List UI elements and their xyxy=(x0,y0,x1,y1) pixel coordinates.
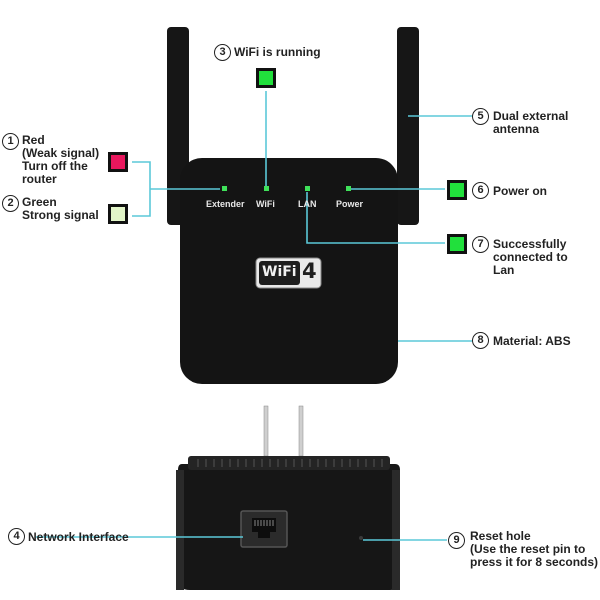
callout-text-8: Material: ABS xyxy=(493,334,571,348)
led-wifi xyxy=(264,186,269,191)
plug-prong-left xyxy=(263,405,269,457)
led-lan xyxy=(305,186,310,191)
led-label-power: Power xyxy=(336,199,364,209)
callout-number-7: 7 xyxy=(472,236,489,253)
callout-text-4: Network Interface xyxy=(28,530,129,544)
power-on-swatch xyxy=(447,180,467,200)
callout-text-9: Reset hole (Use the reset pin to press i… xyxy=(470,529,599,569)
vent-slots xyxy=(197,459,383,467)
callout-text-1: Red (Weak signal) Turn off the router xyxy=(22,133,100,186)
wifi-running-swatch xyxy=(256,68,276,88)
callout-text-7: Successfully connected to Lan xyxy=(493,237,568,277)
lan-connected-swatch xyxy=(447,234,467,254)
callout-text-6: Power on xyxy=(493,184,548,198)
led-power xyxy=(346,186,351,191)
leader-lines xyxy=(36,91,472,541)
led-label-wifi: WiFi xyxy=(256,199,275,209)
led-label-lan: LAN xyxy=(298,199,317,209)
pale-green-indicator-swatch xyxy=(108,204,128,224)
callout-number-3: 3 xyxy=(214,44,231,61)
wifi-badge-gen: 4 xyxy=(302,259,317,283)
callout-number-5: 5 xyxy=(472,108,489,125)
callout-number-6: 6 xyxy=(472,182,489,199)
red-indicator-swatch xyxy=(108,152,128,172)
wifi-badge-text: WiFi xyxy=(262,264,297,280)
plug-prong-right xyxy=(298,405,304,457)
callout-number-4: 4 xyxy=(8,528,25,545)
callout-number-8: 8 xyxy=(472,332,489,349)
callout-text-3: WiFi is running xyxy=(234,45,321,59)
callout-text-2: Green Strong signal xyxy=(22,195,99,222)
right-antenna xyxy=(397,27,419,225)
callout-text-5: Dual external antenna xyxy=(493,109,569,136)
led-extender xyxy=(222,186,227,191)
reset-hole xyxy=(359,536,363,540)
callout-number-1: 1 xyxy=(2,133,19,150)
callout-number-2: 2 xyxy=(2,195,19,212)
callout-number-9: 9 xyxy=(448,532,465,549)
device-bottom-body xyxy=(178,464,400,590)
led-label-extender: Extender xyxy=(206,199,245,209)
